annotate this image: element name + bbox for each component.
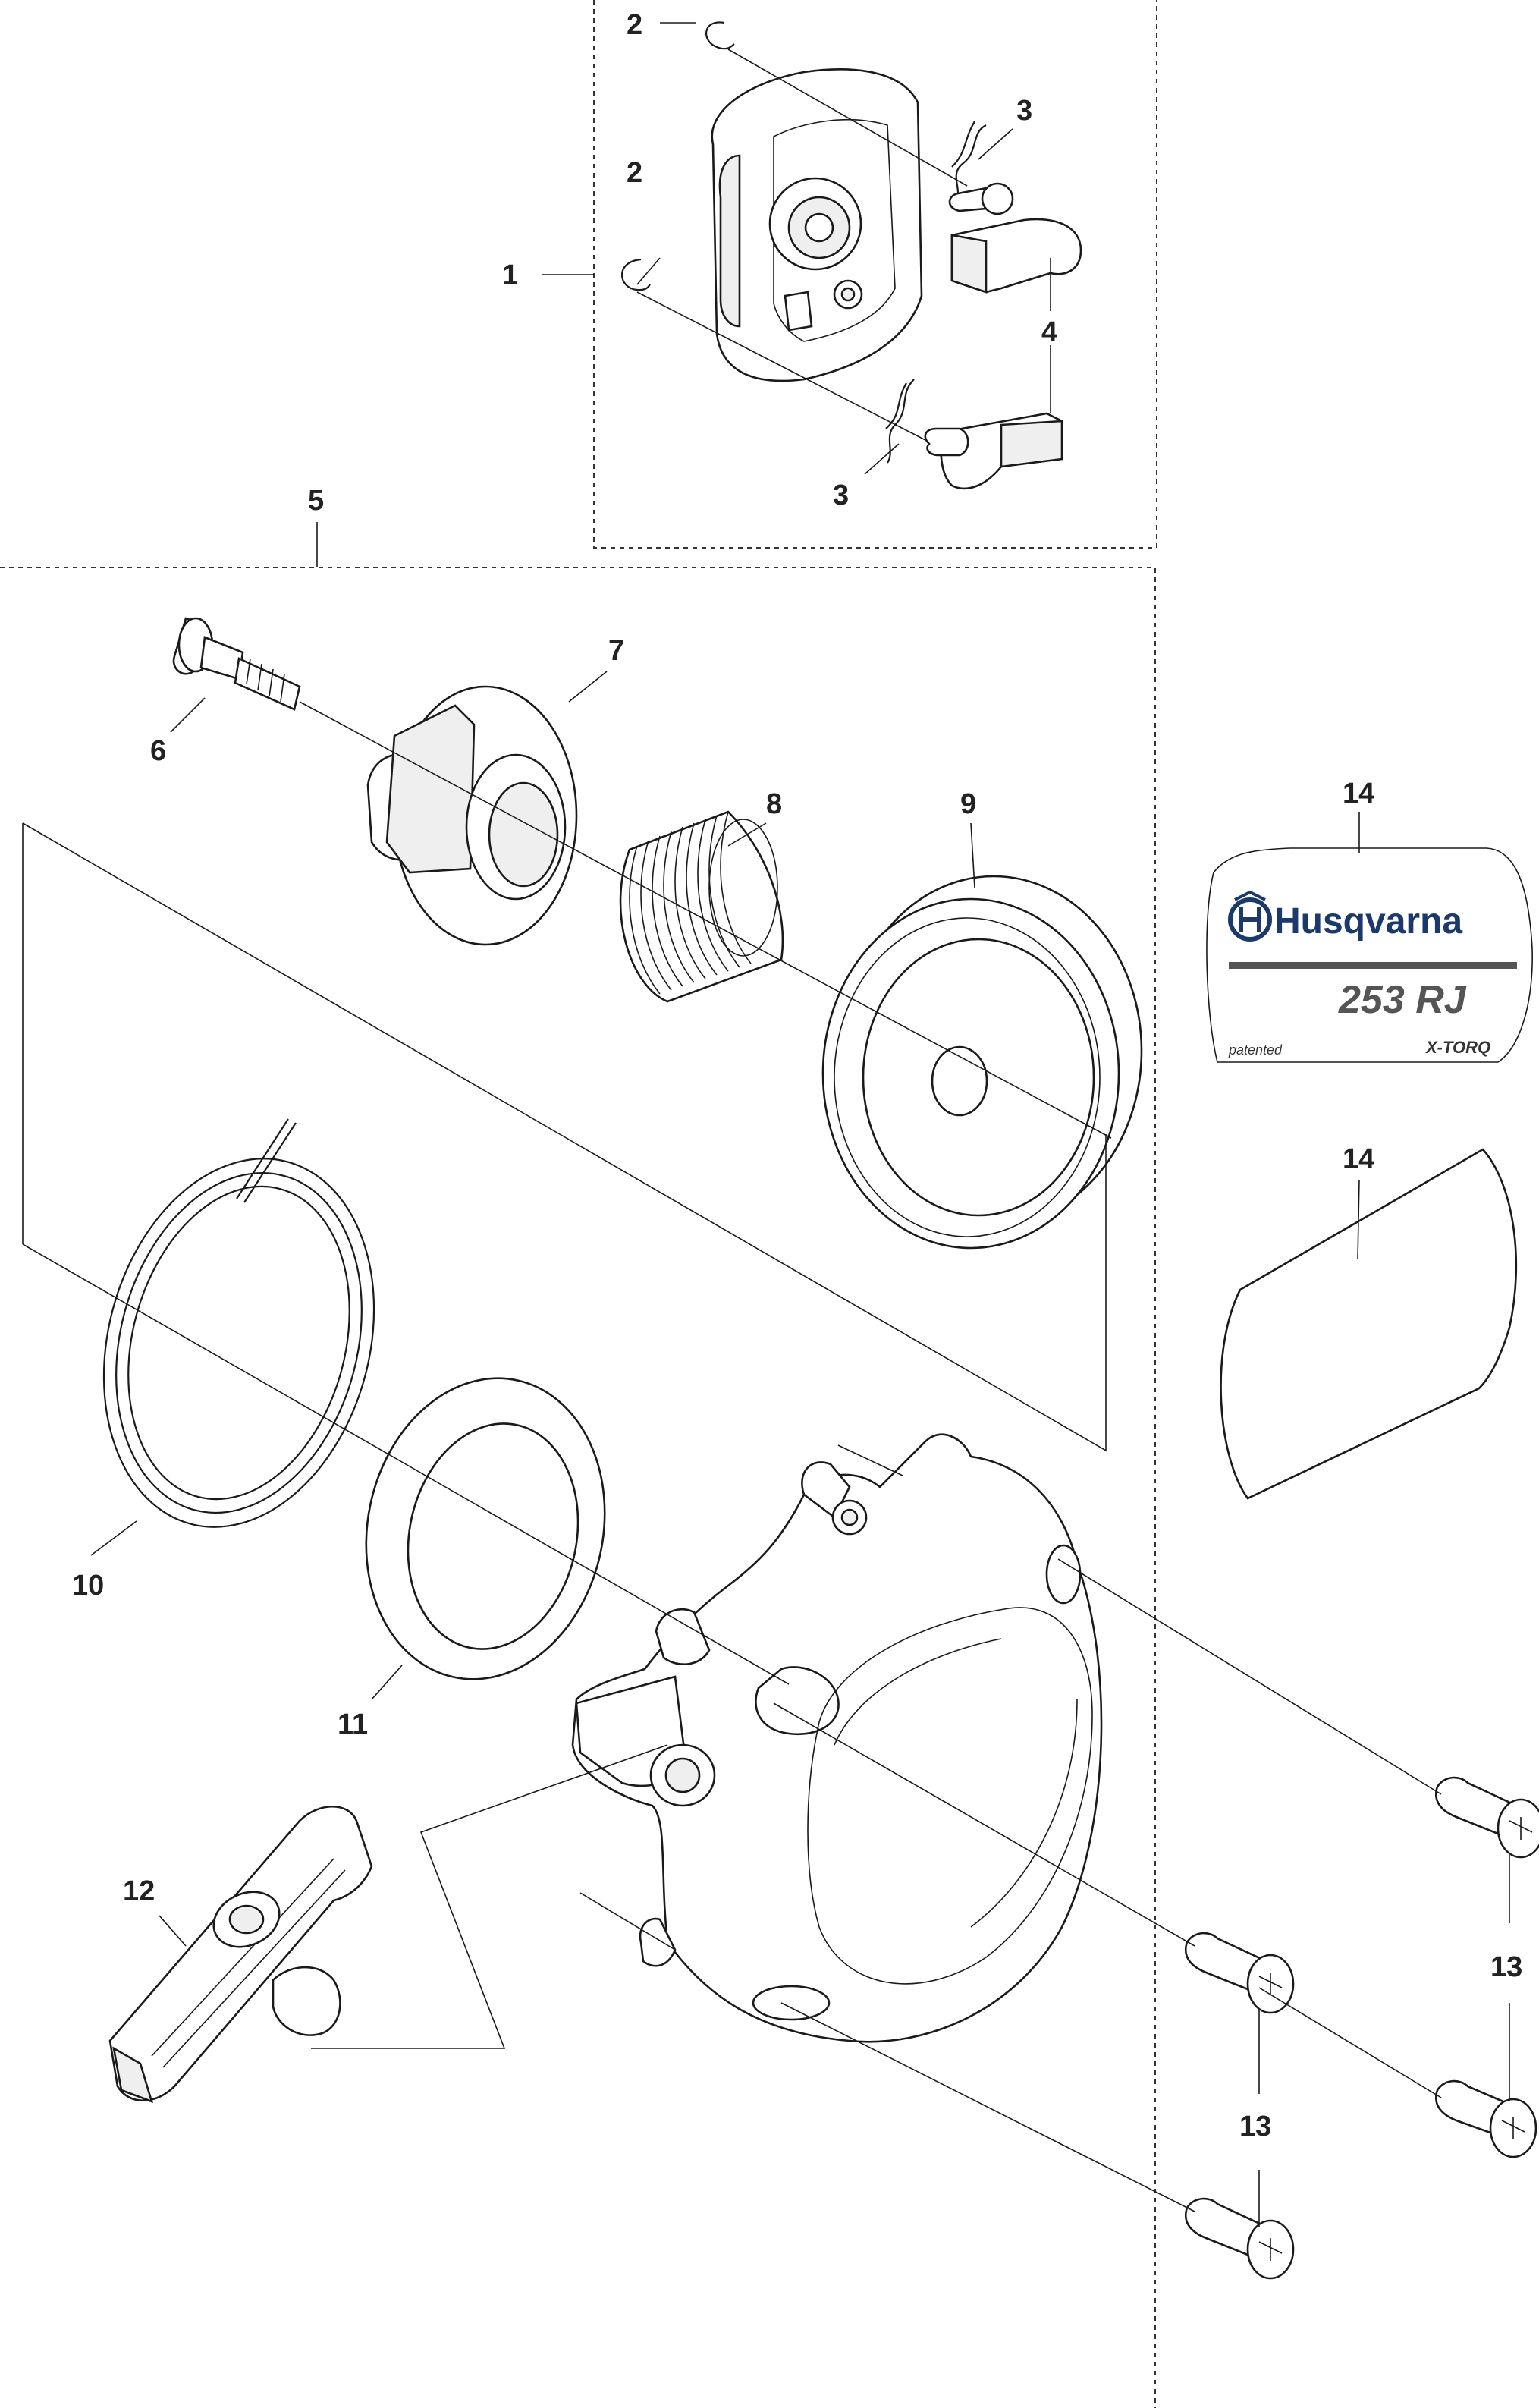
callout-12: 12 — [123, 1875, 155, 1907]
callout-1: 1 — [502, 259, 518, 291]
pawl-top — [948, 182, 1082, 294]
coil-spring — [619, 810, 784, 1003]
pulley-hub — [711, 68, 923, 382]
torx-screw-upper — [1434, 1776, 1539, 1859]
callout-14-top: 14 — [1343, 778, 1374, 809]
torx-screw-lower-right — [1434, 2079, 1537, 2158]
callout-14-bottom: 14 — [1343, 1143, 1374, 1175]
starter-housing — [571, 1433, 1103, 2043]
decal-series: X-TORQ — [1424, 1038, 1490, 1057]
torx-screw-bottom — [1184, 2197, 1295, 2280]
callout-13-right: 13 — [1490, 1951, 1522, 1983]
assembly-5-axis-lines — [22, 701, 1442, 2212]
spring-top — [951, 121, 987, 202]
assembly-1-axis-lines — [636, 49, 968, 441]
callout-8: 8 — [766, 788, 782, 820]
callout-7: 7 — [608, 635, 624, 667]
callout-2-middle: 2 — [627, 157, 642, 189]
assembly-1-box — [593, 0, 1157, 549]
shoulder-screw — [172, 617, 301, 711]
starter-handle — [108, 1806, 373, 2104]
leader-lines — [90, 22, 1510, 2227]
callout-5: 5 — [308, 485, 324, 517]
decal-blank — [1220, 1148, 1518, 1500]
callout-11: 11 — [338, 1709, 368, 1740]
callout-3-bottom: 3 — [833, 479, 849, 511]
decal-divider — [1229, 962, 1517, 969]
rope-pulley — [821, 875, 1143, 1250]
decal-model: 253 RJ — [1338, 978, 1467, 1022]
callout-6: 6 — [150, 735, 166, 767]
callout-9: 9 — [960, 788, 976, 820]
pawl-bottom — [924, 412, 1063, 490]
torx-screw-middle — [1184, 1932, 1295, 2014]
decal-label-printed: Husqvarna 253 RJ patented X-TORQ — [1206, 847, 1533, 1063]
callout-3-top: 3 — [1016, 95, 1032, 127]
recoil-spring — [102, 1118, 375, 1528]
callout-4: 4 — [1041, 316, 1057, 348]
decal-patented: patented — [1228, 1042, 1283, 1058]
circlip-middle — [620, 258, 651, 291]
assembly-5-box — [0, 567, 1156, 2408]
circlip-top — [705, 21, 735, 50]
callout-2-top: 2 — [627, 9, 642, 41]
callout-10: 10 — [72, 1570, 104, 1602]
husqvarna-logo-icon — [1228, 890, 1272, 942]
washer-ring — [365, 1377, 606, 1680]
decal-brand: Husqvarna — [1274, 901, 1462, 942]
callout-13-left: 13 — [1239, 2111, 1271, 2142]
spring-retainer-hub — [366, 685, 578, 946]
callout-labels: 1 2 2 3 3 4 5 6 7 8 9 10 11 12 13 13 14 … — [72, 9, 1522, 2142]
spring-bottom — [885, 379, 915, 464]
